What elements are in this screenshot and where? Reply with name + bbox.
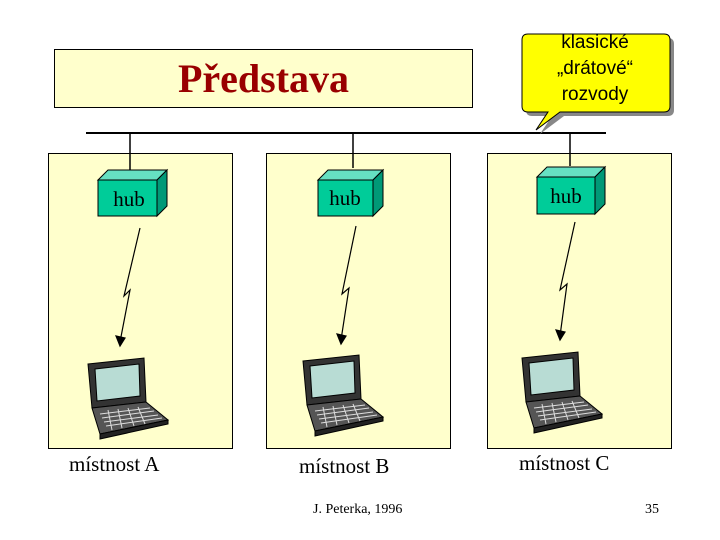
- callout-line: „drátové“: [556, 58, 634, 79]
- hub-b-label: hub: [329, 186, 361, 210]
- slide-title: Představa: [177, 56, 350, 101]
- laptop-icon: [302, 354, 384, 437]
- laptop-icon: [87, 357, 169, 440]
- laptop-icon: [521, 351, 603, 434]
- lightning-arrow-icon: [555, 221, 576, 342]
- hub-c-label: hub: [550, 184, 582, 208]
- callout-text: klasické „drátové“ rozvody: [520, 30, 670, 108]
- hub-cube-icon: hub: [316, 168, 385, 218]
- lightning-arrow-icon: [115, 227, 141, 348]
- room-c-label: místnost C: [519, 451, 610, 475]
- room-a-label: místnost A: [69, 452, 160, 476]
- room-b-label: místnost B: [299, 454, 390, 478]
- callout-line: rozvody: [561, 84, 629, 105]
- lightning-arrow-icon: [336, 225, 357, 346]
- hub-cube-icon: hub: [96, 168, 169, 218]
- callout-line: klasické: [561, 32, 629, 53]
- title-box: Představa: [54, 49, 473, 108]
- page-number: 35: [645, 502, 659, 517]
- hub-cube-icon: hub: [535, 165, 607, 216]
- callout-bubble: [521, 33, 674, 134]
- footer-author: J. Peterka, 1996: [313, 502, 403, 517]
- hub-a-label: hub: [113, 187, 145, 211]
